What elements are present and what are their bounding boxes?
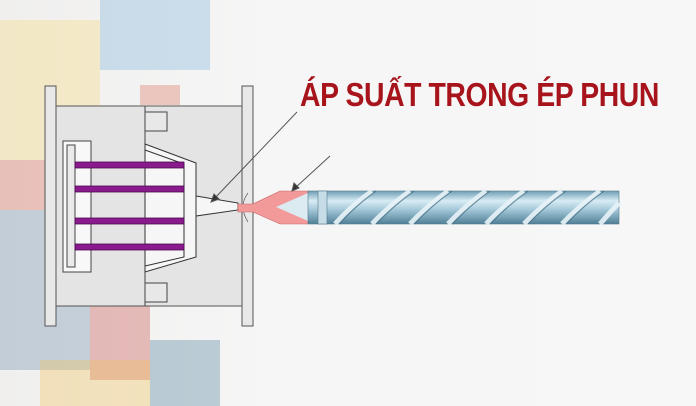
background-book: [40, 360, 150, 406]
guide-block-top: [144, 111, 168, 132]
pointer-arrows: [210, 111, 331, 203]
left-platen: [44, 85, 57, 327]
guide-block-bottom: [144, 282, 168, 303]
background-book: [90, 300, 150, 380]
ejector-bar: [66, 144, 76, 268]
screw-flights: [333, 188, 621, 226]
background-book: [100, 0, 210, 70]
mold-cavity: [144, 143, 197, 273]
diagram-title: ÁP SUẤT TRONG ÉP PHUN: [300, 76, 659, 113]
ejector-pins: [74, 161, 185, 251]
background-book: [150, 340, 220, 406]
background-book: [140, 85, 180, 105]
